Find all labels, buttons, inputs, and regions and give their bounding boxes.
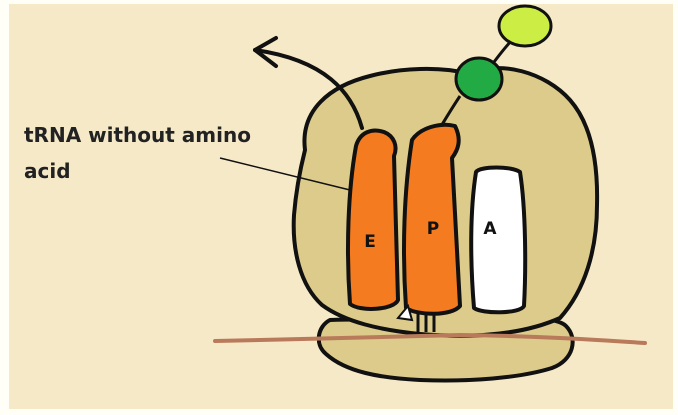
amino-acid-light xyxy=(499,6,551,46)
annotation-line-1: tRNA without amino xyxy=(24,123,251,147)
a-site-label: A xyxy=(483,219,497,239)
e-site-trna xyxy=(348,131,398,309)
annotation-line-2: acid xyxy=(24,159,71,183)
p-site-label: P xyxy=(427,219,439,239)
amino-acid-dark xyxy=(456,58,502,100)
a-site xyxy=(471,168,525,313)
e-site-label: E xyxy=(364,232,376,252)
